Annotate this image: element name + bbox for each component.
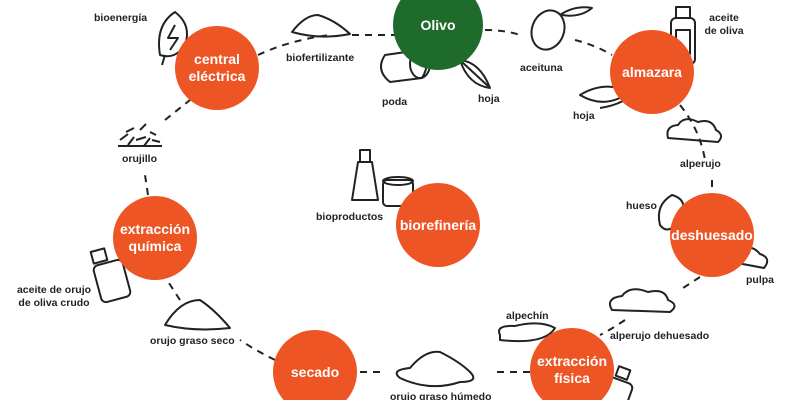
node-olivo: Olivo [393, 0, 483, 70]
label-hoja: hoja [573, 110, 595, 122]
puddle-icon [395, 350, 475, 388]
connector [484, 29, 521, 36]
label-orujo-graso-humedo: orujo graso húmedo [390, 391, 492, 400]
node-extraccion-fisica: extracción física [530, 328, 614, 400]
leaf-icon [459, 59, 491, 89]
label-alperujo-dehuesado: alperujo dehuesado [610, 330, 710, 342]
node-label: biorefinería [399, 216, 477, 233]
olive-icon [530, 6, 593, 51]
connector [239, 339, 276, 361]
label-hueso: hueso [626, 200, 657, 212]
pomace-icon [666, 118, 722, 143]
node-label: central eléctrica [188, 51, 246, 84]
connector [599, 319, 626, 336]
label-biofertilizante: biofertilizante [286, 52, 355, 64]
connector [144, 174, 149, 196]
node-label: extracción química [119, 221, 191, 254]
node-label: almazara [622, 63, 682, 80]
label-poda: poda [382, 96, 408, 108]
node-almazara: almazara [610, 30, 694, 114]
node-extraccion-quimica: extracción química [113, 196, 197, 280]
jar-tube-icon [351, 149, 414, 207]
node-label: secado [290, 363, 340, 380]
label-bioproductos: bioproductos [316, 211, 384, 223]
label-hoja: hoja [478, 93, 500, 105]
node-label: deshuesado [671, 226, 753, 243]
node-deshuesado: deshuesado [670, 193, 754, 277]
connector [574, 39, 613, 56]
node-biorefineria: biorefinería [396, 183, 480, 267]
connector [679, 104, 706, 161]
label-orujo-graso-seco: orujo graso seco [150, 335, 235, 347]
powder-pile-icon [164, 299, 231, 331]
powder-pile-icon [291, 14, 351, 38]
pomace-icon [609, 288, 676, 313]
leaf-bolt-icon [158, 11, 188, 66]
label-aceite-de-oliva: aceite de oliva [704, 12, 744, 37]
label-aceite-de-orujo: aceite de orujo de oliva crudo [16, 284, 92, 309]
label-pulpa: pulpa [746, 274, 774, 286]
node-central-electrica: central eléctrica [175, 26, 259, 110]
connector [166, 279, 181, 301]
node-label: extracción física [537, 353, 608, 386]
pellets-icon [118, 123, 162, 147]
puddle-icon [498, 322, 556, 343]
label-alperujo: alperujo [680, 158, 721, 170]
label-bioenergia: bioenergía [94, 12, 148, 24]
connector [164, 99, 191, 121]
node-label: Olivo [420, 16, 456, 33]
label-aceituna: aceituna [520, 62, 563, 74]
node-secado: secado [273, 330, 357, 400]
connector [679, 276, 701, 291]
label-alpechin: alpechín [506, 310, 549, 322]
label-orujillo: orujillo [122, 153, 157, 165]
bottle-icon [89, 247, 132, 304]
